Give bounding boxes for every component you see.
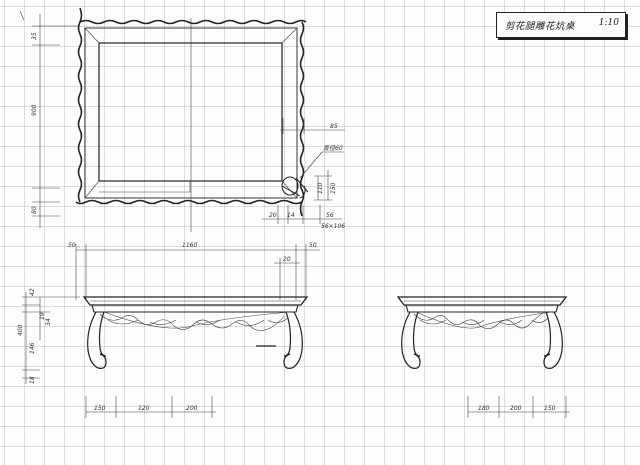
drawing-title: 剪花腿雕花炕桌: [505, 21, 576, 32]
dim-front-inner: 20: [283, 256, 291, 263]
dim-front-top-1: 50: [68, 242, 76, 249]
side-carving: [413, 311, 549, 329]
leg-dim-b3: 56: [326, 212, 334, 219]
dim-front-bottom-1: 150: [94, 405, 106, 412]
front-apron: [91, 304, 299, 313]
leg-dim-v1: 110: [317, 182, 324, 194]
dim-front-left-2: 400: [17, 324, 24, 336]
leg-dim-sub: 56×106: [321, 223, 345, 230]
dim-front-bottom-2: 120: [138, 405, 150, 412]
dim-plan-right: 85: [330, 123, 338, 130]
dim-plan-left-3: 80: [31, 206, 38, 214]
leg-dim-b2: 14: [287, 212, 295, 219]
leg-detail: 直径60 110 150 20 14 56 56×106: [262, 144, 345, 230]
dim-plan-left-2: 900: [31, 104, 38, 116]
dim-side-bottom-3: 150: [544, 405, 556, 412]
dim-plan-left-1: 35: [31, 32, 38, 40]
leg-diameter-note: 直径60: [323, 144, 343, 152]
plan-view: 35 900 80 85 直径60 110 150: [19, 7, 345, 232]
front-right-leg: [283, 311, 303, 369]
dim-front-left-small-1: 19: [39, 312, 46, 320]
dim-front-left-3: 146: [29, 342, 36, 354]
side-left-leg: [401, 311, 421, 369]
front-carving: [99, 313, 289, 331]
front-view: 50 1160 50 20 42 400: [17, 242, 320, 418]
tabletop-outline: [75, 7, 307, 217]
side-tabletop: [396, 296, 568, 306]
tabletop-panel: [98, 42, 283, 182]
leg-dim-v2: 150: [330, 182, 337, 194]
drawing-scale: 1:10: [598, 18, 619, 28]
dim-front-bottom-3: 200: [186, 405, 198, 412]
front-left-leg: [87, 311, 107, 369]
dim-side-bottom-1: 180: [478, 405, 490, 412]
front-tabletop: [82, 296, 309, 306]
dim-front-top-3: 50: [309, 242, 317, 249]
dim-side-bottom-2: 200: [510, 405, 522, 412]
dim-front-left-small-2: 34: [45, 318, 52, 326]
dim-front-top-2: 1160: [182, 242, 197, 249]
side-right-leg: [543, 311, 563, 369]
title-block: 剪花腿雕花炕桌 1:10: [496, 12, 626, 38]
dim-front-left-1: 42: [29, 288, 36, 296]
dim-front-left-4: 18: [29, 376, 36, 384]
side-view: 180 200 150: [396, 296, 570, 418]
leg-dim-b1: 20: [269, 212, 277, 219]
side-apron: [405, 304, 559, 313]
